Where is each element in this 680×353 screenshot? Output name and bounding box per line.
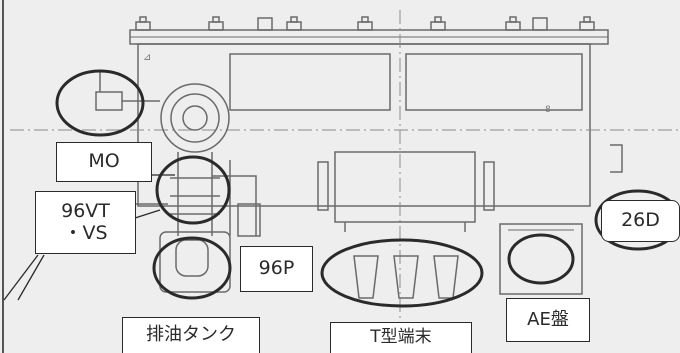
26d-highlight-ellipse bbox=[594, 189, 680, 251]
ae-panel-label: AE盤 bbox=[506, 298, 590, 342]
96vt-vs-label: 96VT ・VS bbox=[35, 191, 136, 254]
svg-text:⊿: ⊿ bbox=[143, 52, 151, 63]
top-busbar bbox=[129, 16, 609, 45]
t-terminal-label: T型端末 bbox=[330, 322, 472, 353]
ae-panel-highlight-ellipse bbox=[507, 233, 575, 285]
mo-highlight-ellipse bbox=[55, 69, 145, 137]
vs-text: ・VS bbox=[63, 221, 108, 244]
main-tank: ⊿ 8 bbox=[137, 43, 591, 207]
ae-panel-graphic bbox=[499, 223, 583, 295]
vt-highlight-ellipse bbox=[155, 155, 231, 225]
t-terminal-graphic bbox=[317, 151, 495, 299]
leader-lines bbox=[3, 174, 175, 301]
96p-label: 96P bbox=[240, 246, 313, 292]
96vt-text: 96VT bbox=[61, 199, 110, 222]
t-terminal-highlight-ellipse bbox=[320, 238, 484, 308]
svg-text:8: 8 bbox=[545, 105, 551, 115]
mo-label: MO bbox=[56, 142, 152, 182]
drain-tank-graphic bbox=[159, 231, 231, 293]
26d-label: 26D bbox=[601, 200, 680, 242]
drain-tank-label: 排油タンク bbox=[122, 317, 260, 353]
highlight-circles bbox=[55, 69, 680, 308]
drain-tank-highlight-ellipse bbox=[152, 236, 232, 300]
right-bracket bbox=[610, 144, 623, 173]
